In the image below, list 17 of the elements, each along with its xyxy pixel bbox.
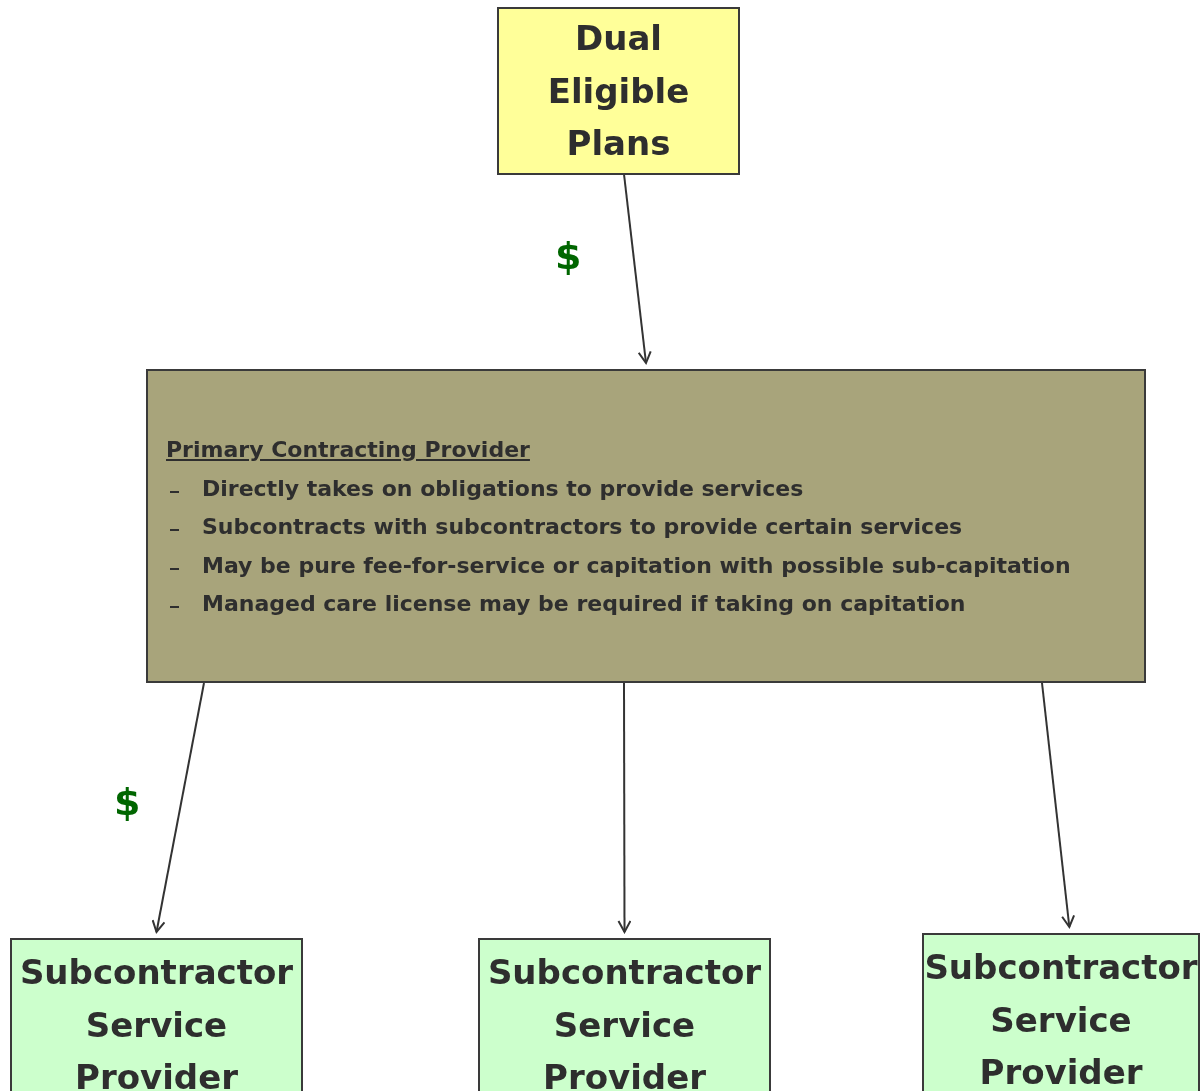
box-label: Subcontractor Service Provider <box>486 951 763 1091</box>
box-heading: Primary Contracting Provider <box>166 437 530 462</box>
edge-label: $ <box>114 780 141 824</box>
bullet-text: Subcontracts with subcontractors to provide certain services <box>202 514 963 539</box>
box-label: Subcontractor Service Provider <box>924 946 1198 1091</box>
arrow <box>151 682 205 933</box>
arrow <box>1041 682 1076 928</box>
bullet-text: Managed care license may be required if taking on capitation <box>202 591 966 616</box>
title-box <box>497 7 740 175</box>
arrow <box>623 174 652 364</box>
box-label: Subcontractor Service Provider <box>18 951 295 1091</box>
box-label: Dual Eligible Plans <box>546 16 691 166</box>
edge-label: $ <box>555 234 582 278</box>
arrow <box>617 682 632 933</box>
process-box <box>146 369 1146 683</box>
bullet-text: Directly takes on obligations to provide services <box>202 475 804 501</box>
bullet-text: May be pure fee-for-service or capitation with possible sub-capitation <box>202 552 1071 578</box>
